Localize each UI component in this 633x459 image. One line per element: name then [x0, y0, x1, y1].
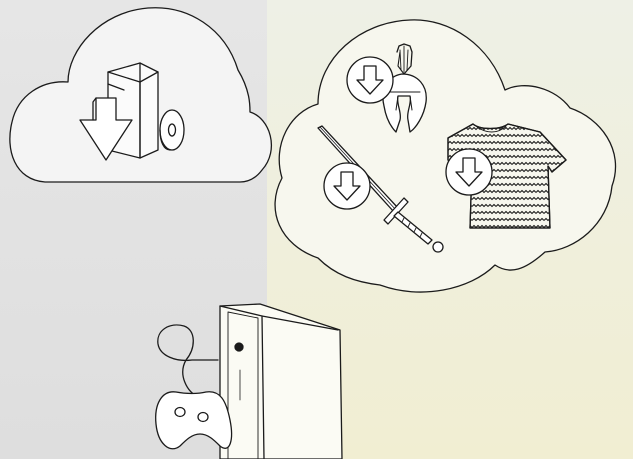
- sword-download-badge: [324, 163, 370, 209]
- power-button-icon: [235, 343, 243, 351]
- cable: [158, 325, 218, 398]
- disc-icon: [160, 110, 184, 150]
- shirt-download-badge: [446, 149, 492, 195]
- download-cloud-icon: [10, 8, 272, 182]
- helmet-download-badge: [347, 57, 393, 103]
- gamepad-icon: [156, 392, 232, 449]
- game-items-cloud-icon: [275, 20, 615, 292]
